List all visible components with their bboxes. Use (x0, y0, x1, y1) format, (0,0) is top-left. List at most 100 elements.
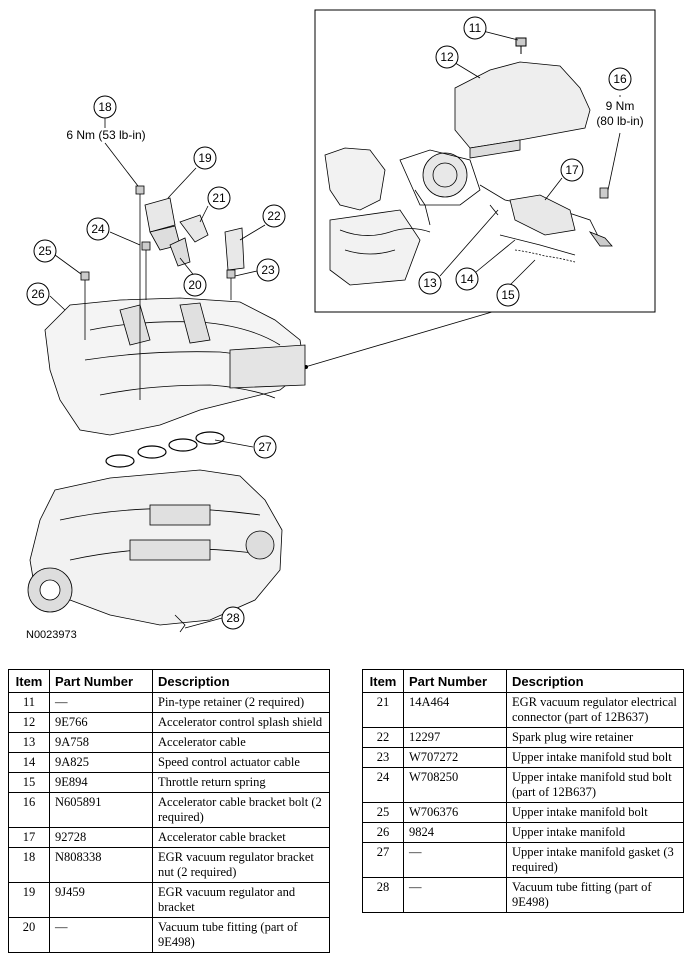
cell-item: 28 (362, 877, 404, 913)
accelerator-splash-shield-drawing (454, 61, 591, 159)
callout-25: 25 (33, 239, 57, 263)
svg-text:22: 22 (267, 209, 281, 223)
callout-11: 11 (463, 16, 487, 40)
cell-item: 15 (8, 772, 50, 793)
cell-desc: Vacuum tube fitting (part of 9E498) (506, 877, 684, 913)
cell-item: 18 (8, 847, 50, 883)
cell-part: 9A825 (49, 752, 153, 773)
cell-item: 27 (362, 842, 404, 878)
cell-desc: Accelerator cable bracket (152, 827, 330, 848)
parts-table-left: Item Part Number Description 11—Pin-type… (8, 669, 330, 953)
inset-leader-line (304, 311, 493, 368)
callout-12: 12 (435, 45, 459, 69)
cell-part: W706376 (403, 802, 507, 823)
svg-text:12: 12 (440, 50, 454, 64)
callout-22: 22 (262, 204, 286, 228)
header-item: Item (362, 669, 404, 693)
header-description: Description (152, 669, 330, 693)
header-part-number: Part Number (403, 669, 507, 693)
cell-item: 21 (362, 692, 404, 728)
svg-text:28: 28 (226, 611, 240, 625)
cell-part: 9E766 (49, 712, 153, 733)
svg-text:20: 20 (188, 278, 202, 292)
cell-desc: Speed control actuator cable (152, 752, 330, 773)
torque-spec-16-line2: (80 lb-in) (596, 114, 643, 128)
table-row: 27—Upper intake manifold gasket (3 requi… (362, 842, 684, 878)
cell-desc: Upper intake manifold gasket (3 required… (506, 842, 684, 878)
cell-item: 16 (8, 792, 50, 828)
table-header-row: Item Part Number Description (8, 669, 330, 693)
cell-part: 12297 (403, 727, 507, 748)
callout-24: 24 (86, 217, 110, 241)
cell-item: 22 (362, 727, 404, 748)
callout-21: 21 (207, 186, 231, 210)
svg-text:25: 25 (38, 244, 52, 258)
svg-text:15: 15 (501, 288, 515, 302)
cell-part: — (49, 917, 153, 953)
cell-item: 13 (8, 732, 50, 753)
cell-part: N808338 (49, 847, 153, 883)
cell-desc: Upper intake manifold bolt (506, 802, 684, 823)
cell-item: 17 (8, 827, 50, 848)
cell-desc: EGR vacuum regulator electrical connecto… (506, 692, 684, 728)
cell-part: — (403, 842, 507, 878)
intake-gaskets-drawing (105, 431, 225, 468)
cell-desc: Accelerator cable (152, 732, 330, 753)
table-header-row: Item Part Number Description (362, 669, 684, 693)
table-row: 11—Pin-type retainer (2 required) (8, 692, 330, 713)
svg-text:19: 19 (198, 151, 212, 165)
svg-text:16: 16 (613, 72, 627, 86)
cell-desc: Upper intake manifold stud bolt (506, 747, 684, 768)
callout-23: 23 (256, 258, 280, 282)
callout-20: 20 (183, 273, 207, 297)
svg-text:18: 18 (98, 100, 112, 114)
cell-item: 20 (8, 917, 50, 953)
cell-item: 19 (8, 882, 50, 918)
cell-desc: Throttle return spring (152, 772, 330, 793)
cell-item: 14 (8, 752, 50, 773)
studs-and-bolts-drawing (80, 185, 236, 400)
cell-part: 9E894 (49, 772, 153, 793)
cell-item: 24 (362, 767, 404, 803)
cell-item: 11 (8, 692, 50, 713)
callout-28: 28 (221, 606, 245, 630)
cell-part: 9A758 (49, 732, 153, 753)
svg-text:21: 21 (212, 191, 226, 205)
cell-desc: EGR vacuum regulator bracket nut (2 requ… (152, 847, 330, 883)
pin-retainer-drawing (515, 37, 527, 54)
torque-spec-18: 6 Nm (53 lb-in) (66, 128, 145, 142)
callout-27: 27 (253, 435, 277, 459)
upper-intake-manifold-drawing (44, 297, 306, 436)
cell-part: — (403, 877, 507, 913)
cell-item: 23 (362, 747, 404, 768)
svg-text:14: 14 (460, 272, 474, 286)
egr-regulator-drawing (144, 197, 245, 271)
cell-item: 25 (362, 802, 404, 823)
cell-desc: Upper intake manifold stud bolt (part of… (506, 767, 684, 803)
cell-part: W707272 (403, 747, 507, 768)
callout-17: 17 (560, 158, 584, 182)
throttle-body-drawing (324, 147, 613, 286)
cell-desc: Accelerator control splash shield (152, 712, 330, 733)
cell-part: 14A464 (403, 692, 507, 728)
header-item: Item (8, 669, 50, 693)
cell-item: 12 (8, 712, 50, 733)
svg-text:13: 13 (423, 276, 437, 290)
exploded-parts-diagram: 11 12 16 17 13 14 15 18 19 21 22 24 (26, 9, 656, 633)
cell-desc: Spark plug wire retainer (506, 727, 684, 748)
cell-desc: Upper intake manifold (506, 822, 684, 843)
callout-26: 26 (26, 282, 50, 306)
svg-text:26: 26 (31, 287, 45, 301)
cell-desc: Accelerator cable bracket bolt (2 requir… (152, 792, 330, 828)
engine-block-drawing (27, 469, 283, 633)
torque-spec-16-line1: 9 Nm (606, 99, 635, 113)
